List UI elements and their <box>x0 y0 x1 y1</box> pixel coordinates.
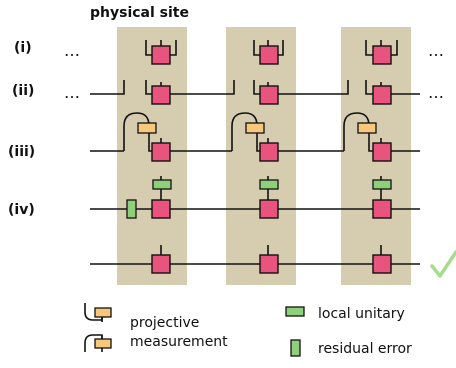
tensor-ii-2 <box>259 85 279 105</box>
tensor-i-2 <box>259 45 279 65</box>
row-label-i: (i) <box>14 40 32 56</box>
diagram-title: physical site <box>90 5 189 21</box>
unitary-iv-1 <box>152 179 172 190</box>
tensor-final-2 <box>259 254 279 274</box>
unitary-iv-3 <box>372 179 392 190</box>
tensor-ii-3 <box>372 85 392 105</box>
measurement-iii-3 <box>357 122 377 134</box>
tensor-i-3 <box>372 45 392 65</box>
ellipsis-row-ii-left: … <box>64 83 80 102</box>
legend-projective-label-2: measurement <box>130 334 228 350</box>
row-iv <box>90 176 420 210</box>
tensor-iv-3 <box>372 199 392 219</box>
tensor-final-1 <box>151 254 171 274</box>
tensor-iv-2 <box>259 199 279 219</box>
measurement-iii-1 <box>137 122 157 134</box>
projective-measurement-icon-1 <box>84 303 112 322</box>
legend-residual-error-label: residual error <box>318 341 412 357</box>
tensor-iv-1 <box>151 199 171 219</box>
residual-error-legend-icon <box>290 339 301 357</box>
ellipsis-row-i-left: … <box>64 41 80 60</box>
projective-measurement-icon-2 <box>84 334 112 352</box>
tensor-i-1 <box>151 45 171 65</box>
tensor-final-3 <box>372 254 392 274</box>
measurement-iii-2 <box>245 122 265 134</box>
check-icon <box>430 250 456 278</box>
tensor-iii-3 <box>372 142 392 162</box>
ellipsis-row-i-right: … <box>428 41 444 60</box>
legend-projective-label-1: projective <box>130 315 199 331</box>
tensor-iii-1 <box>151 142 171 162</box>
ellipsis-row-ii-right: … <box>428 83 444 102</box>
row-label-iii: (iii) <box>8 144 35 160</box>
unitary-iv-2 <box>259 179 279 190</box>
local-unitary-legend-icon <box>285 306 305 317</box>
tensor-ii-1 <box>151 85 171 105</box>
legend-local-unitary-label: local unitary <box>318 306 405 322</box>
residual-error-iv <box>126 199 137 219</box>
row-final <box>90 245 420 265</box>
row-label-iv: (iv) <box>8 202 35 218</box>
tensor-iii-2 <box>259 142 279 162</box>
row-label-ii: (ii) <box>12 83 34 99</box>
